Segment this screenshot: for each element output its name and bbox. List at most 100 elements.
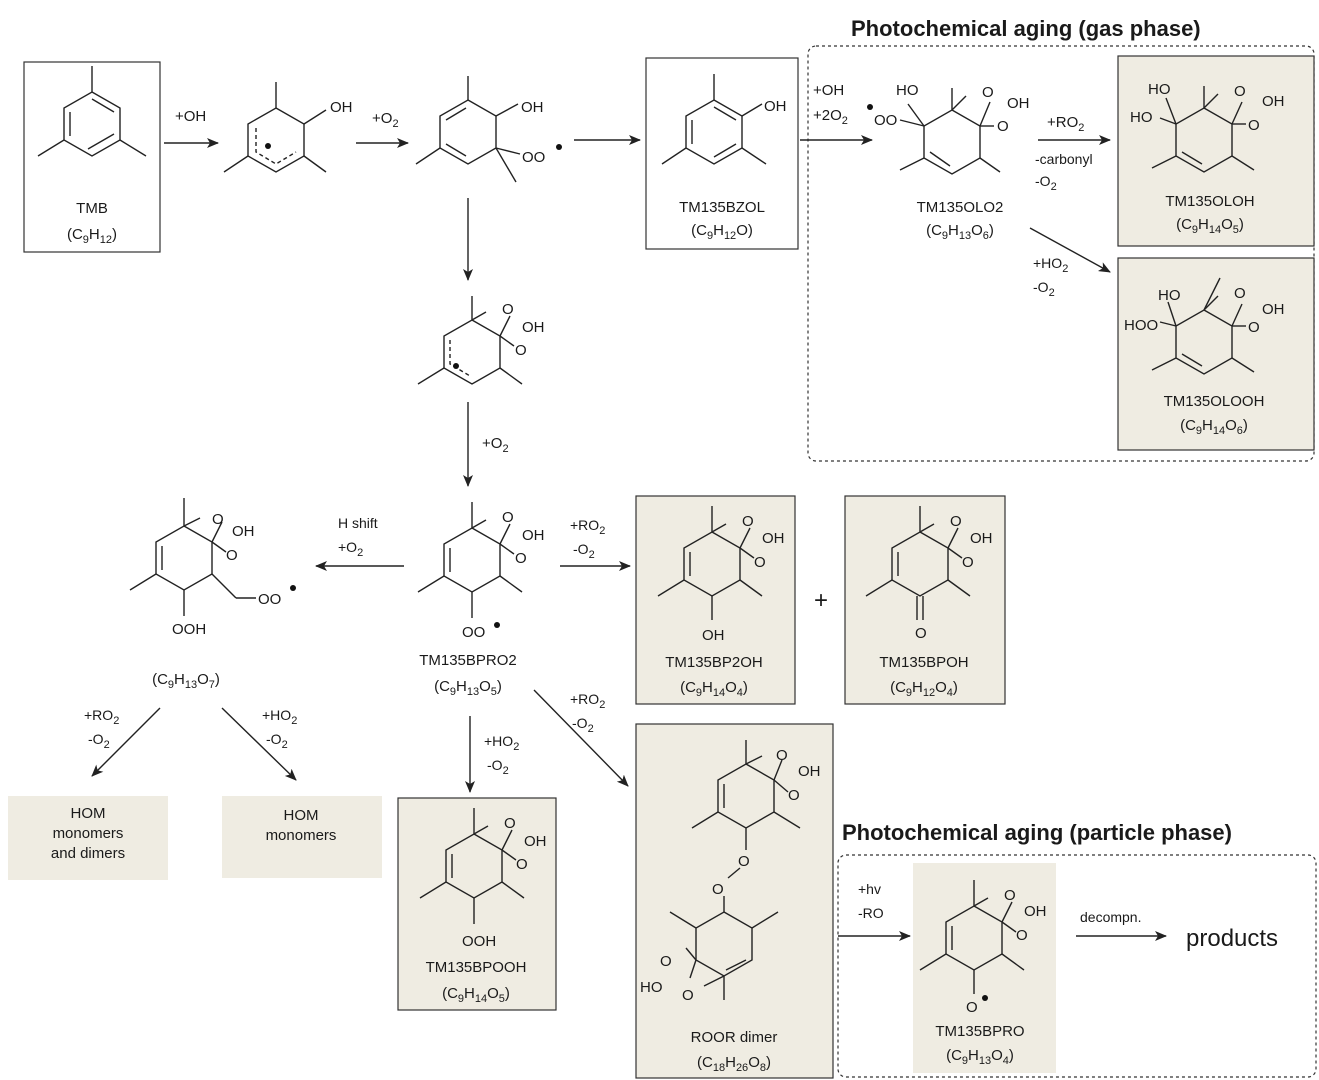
bpooh-o2-label: O (516, 856, 528, 873)
arrow-olo2-to-olooh (1029, 227, 1111, 273)
roor-oh1-label: OH (798, 763, 821, 780)
bpro2-formula: (C9H13O5) (434, 678, 502, 698)
roor-ho-label: HO (640, 979, 663, 996)
reagent-ho2-c: +HO2 (484, 733, 519, 753)
shifted-ooh-label: OOH (172, 621, 206, 638)
reagent-oh: +OH (175, 108, 206, 125)
bpro-o2-label: O (1016, 927, 1028, 944)
reagent-decompn: decompn. (1080, 909, 1141, 925)
oloh-ho1-label: HO (1148, 81, 1171, 98)
reagent-hshift-o2: +O2 (338, 539, 363, 559)
peroxy-oh-label: OH (521, 99, 544, 116)
bpro2-oh-label: OH (522, 527, 545, 544)
reagent-o2: +O2 (372, 110, 399, 130)
roor-o3-label: O (738, 853, 750, 870)
reagent-ro: -RO (858, 905, 884, 921)
reagent-ro2-a: +RO2 (1047, 114, 1084, 134)
reagent-hshift: H shift (338, 515, 378, 531)
plus-sign: + (814, 587, 828, 614)
hom-a-line1: HOM (71, 805, 106, 822)
roor-name: ROOR dimer (691, 1029, 778, 1046)
bpro-name: TM135BPRO (935, 1023, 1024, 1040)
bpro-structure (919, 880, 1025, 994)
olo2-oh-label: OH (1007, 95, 1030, 112)
bpooh-oh-label: OH (524, 833, 547, 850)
olo2-ho-label: HO (896, 82, 919, 99)
olo2-o1-label: O (982, 84, 994, 101)
olo2-o2-label: O (997, 118, 1009, 135)
reagent-ho2-b: +HO2 (262, 707, 297, 727)
bpooh-box (397, 797, 557, 1011)
reagent-ro2-d: +RO2 (570, 691, 605, 711)
olooh-box (1117, 257, 1315, 451)
olo2-radical-dot (867, 104, 873, 110)
bpoh-carbonyl-o-label: O (915, 625, 927, 642)
bzol-box (645, 57, 799, 250)
hom-a-line2: monomers (53, 825, 124, 842)
olo2-formula: (C9H13O6) (926, 222, 994, 242)
bpooh-o1-label: O (504, 815, 516, 832)
oloh-box (1117, 55, 1315, 247)
bp2oh-oh2-label: OH (702, 627, 725, 644)
reagent-o2-2: +O2 (482, 435, 509, 455)
bpoh-o1-label: O (950, 513, 962, 530)
gas-phase-header: Photochemical aging (gas phase) (851, 16, 1201, 41)
hom-b-line2: monomers (266, 827, 337, 844)
shifted-o2-label: O (226, 547, 238, 564)
oloh-o1-label: O (1234, 83, 1246, 100)
olooh-oh-label: OH (1262, 301, 1285, 318)
bpooh-structure (419, 808, 525, 924)
olooh-structure (1151, 277, 1255, 375)
bpoh-oh-label: OH (970, 530, 993, 547)
olooh-o1-label: O (1234, 285, 1246, 302)
peroxy-radical-dot (556, 144, 562, 150)
oh-adduct-structure (223, 82, 327, 173)
olooh-o2-label: O (1248, 319, 1260, 336)
olooh-ho-label: HO (1158, 287, 1181, 304)
bp2oh-name: TM135BP2OH (665, 654, 763, 671)
oloh-oh-label: OH (1262, 93, 1285, 110)
oloh-ho2-label: HO (1130, 109, 1153, 126)
bpro2-name: TM135BPRO2 (419, 652, 517, 669)
bpro2-o1-label: O (502, 509, 514, 526)
reagent-minus-o2-d: -O2 (266, 731, 288, 751)
oloh-name: TM135OLOH (1165, 193, 1254, 210)
bpoh-structure (865, 506, 971, 620)
bpooh-name: TM135BPOOH (426, 959, 527, 976)
tmb-name: TMB (76, 200, 108, 217)
bpro2-o2-label: O (515, 550, 527, 567)
shifted-radical-structure (129, 498, 256, 616)
bp2oh-box (635, 495, 796, 705)
reagent-minus-o2-g: -O2 (572, 715, 594, 735)
bpoh-name: TM135BPOH (879, 654, 968, 671)
tmb-box (23, 61, 161, 253)
shifted-oo-label: OO (258, 591, 281, 608)
adduct-oh-label: OH (330, 99, 353, 116)
bpro2-radical-dot (494, 622, 500, 628)
bzol-oh-label: OH (764, 98, 787, 115)
reagent-ro2-c: +RO2 (570, 517, 605, 537)
tmb-structure (37, 66, 147, 157)
bicyclic-radical-structure (417, 296, 523, 385)
oloh-o2-label: O (1248, 117, 1260, 134)
reagent-minus-o2-f: -O2 (487, 757, 509, 777)
bpro-shade (913, 863, 1056, 1073)
particle-phase-region (837, 854, 1317, 1078)
reagent-hv: +hv (858, 881, 881, 897)
olooh-name: TM135OLOOH (1164, 393, 1265, 410)
reagent-ro2-b: +RO2 (84, 707, 119, 727)
reagent-carbonyl: -carbonyl (1035, 151, 1093, 167)
arrow-shifted-to-hom-b (221, 707, 297, 781)
roor-o1-label: O (776, 747, 788, 764)
gas-phase-region (807, 45, 1315, 462)
peroxy-structure (415, 76, 521, 183)
bicyclic-o1-label: O (502, 301, 514, 318)
reagent-minus-o2-b: -O2 (1033, 279, 1055, 299)
shifted-oh-label: OH (232, 523, 255, 540)
reagent-minus-o2-c: -O2 (88, 731, 110, 751)
roor-o4-label: O (712, 881, 724, 898)
oloh-structure (1151, 86, 1255, 173)
olo2-name: TM135OLO2 (917, 199, 1004, 216)
reagent-ho2-a: +HO2 (1033, 255, 1068, 275)
